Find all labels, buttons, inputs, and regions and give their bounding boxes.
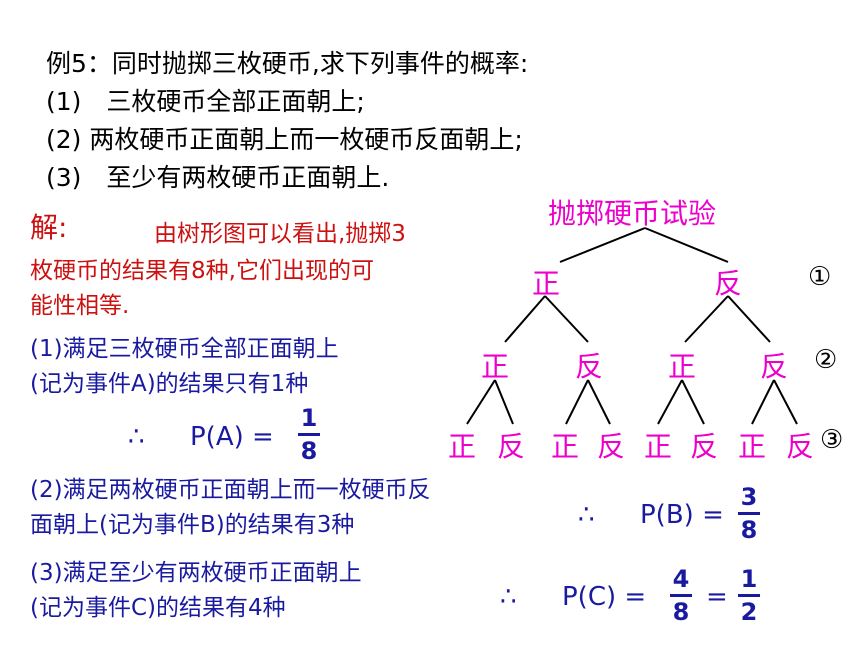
- question-item-1: (1) 三枚硬币全部正面朝上;: [46, 87, 365, 116]
- part1-line1: (1)满足三枚硬币全部正面朝上: [30, 336, 339, 362]
- pc-numerator-1: 4: [672, 565, 690, 593]
- tree-edge: [504, 295, 546, 343]
- pa-expression: P(A) =: [190, 422, 274, 452]
- part1-line2: (记为事件A)的结果只有1种: [30, 371, 309, 397]
- tree-edge: [644, 227, 729, 263]
- pc-denominator-2: 2: [740, 598, 758, 626]
- pc-fraction-2: 1 2: [738, 566, 760, 625]
- pa-numerator: 1: [300, 404, 318, 432]
- tree-leaf-tails: 反: [597, 430, 626, 463]
- tree-edge: [773, 379, 798, 425]
- pc-denominator-1: 8: [672, 598, 690, 626]
- pb-numerator: 3: [740, 483, 758, 511]
- tree-edge: [751, 379, 775, 425]
- part3-line2: (记为事件C)的结果有4种: [30, 595, 286, 621]
- pb-fraction: 3 8: [738, 484, 760, 543]
- tree-node-tails: 反: [760, 350, 789, 383]
- pc-fraction-1: 4 8: [670, 566, 692, 625]
- tree-node-tails: 反: [575, 350, 604, 383]
- tree-leaf-heads: 正: [448, 430, 477, 463]
- tree-leaf-heads: 正: [551, 430, 580, 463]
- tree-edge: [684, 295, 729, 343]
- tree-edge: [559, 227, 646, 263]
- fraction-bar: [670, 594, 692, 597]
- tree-edge: [727, 295, 771, 343]
- tree-node-heads: 正: [481, 350, 510, 383]
- question-item-3: (3) 至少有两枚硬币正面朝上.: [46, 163, 390, 192]
- tree-node-heads: 正: [668, 350, 697, 383]
- pb-denominator: 8: [740, 516, 758, 544]
- part3-line1: (3)满足至少有两枚硬币正面朝上: [30, 560, 362, 586]
- question-item-2: (2) 两枚硬币正面朝上而一枚硬币反面朝上;: [46, 125, 523, 154]
- solution-intro-line3: 能性相等.: [30, 293, 130, 319]
- solution-intro-line2: 枚硬币的结果有8种,它们出现的可: [30, 258, 374, 284]
- tree-leaf-tails: 反: [497, 430, 526, 463]
- tree-leaf-tails: 反: [690, 430, 719, 463]
- therefore-symbol-a: ∴: [128, 422, 145, 452]
- fraction-bar: [298, 433, 320, 436]
- tree-edge: [466, 379, 496, 425]
- tree-edge: [494, 379, 514, 425]
- part2-line1: (2)满足两枚硬币正面朝上而一枚硬币反: [30, 477, 431, 503]
- tree-node-heads: 正: [532, 267, 561, 300]
- tree-leaf-tails: 反: [786, 430, 815, 463]
- pb-expression: P(B) =: [640, 500, 724, 530]
- solution-intro-line1: 由树形图可以看出,抛掷3: [154, 221, 406, 247]
- tree-title: 抛掷硬币试验: [548, 197, 717, 230]
- therefore-symbol-c: ∴: [500, 582, 517, 612]
- tree-edge: [657, 379, 683, 425]
- pc-equals: =: [706, 582, 728, 612]
- pc-numerator-2: 1: [740, 565, 758, 593]
- tree-node-tails: 反: [714, 267, 743, 300]
- level-marker-2: ②: [814, 345, 838, 375]
- level-marker-1: ①: [808, 262, 832, 292]
- pa-denominator: 8: [300, 437, 318, 465]
- tree-edge: [587, 379, 611, 425]
- tree-edge: [565, 379, 589, 425]
- tree-edge: [681, 379, 705, 425]
- question-title: 例5：同时抛掷三枚硬币,求下列事件的概率:: [46, 49, 529, 78]
- fraction-bar: [738, 594, 760, 597]
- solution-label: 解:: [30, 211, 68, 244]
- tree-edge: [544, 295, 589, 343]
- part2-line2: 面朝上(记为事件B)的结果有3种: [30, 512, 355, 538]
- pa-fraction: 1 8: [298, 405, 320, 464]
- pc-expression: P(C) =: [562, 582, 647, 612]
- tree-leaf-heads: 正: [644, 430, 673, 463]
- therefore-symbol-b: ∴: [578, 500, 595, 530]
- fraction-bar: [738, 512, 760, 515]
- tree-leaf-heads: 正: [738, 430, 767, 463]
- level-marker-3: ③: [820, 425, 844, 455]
